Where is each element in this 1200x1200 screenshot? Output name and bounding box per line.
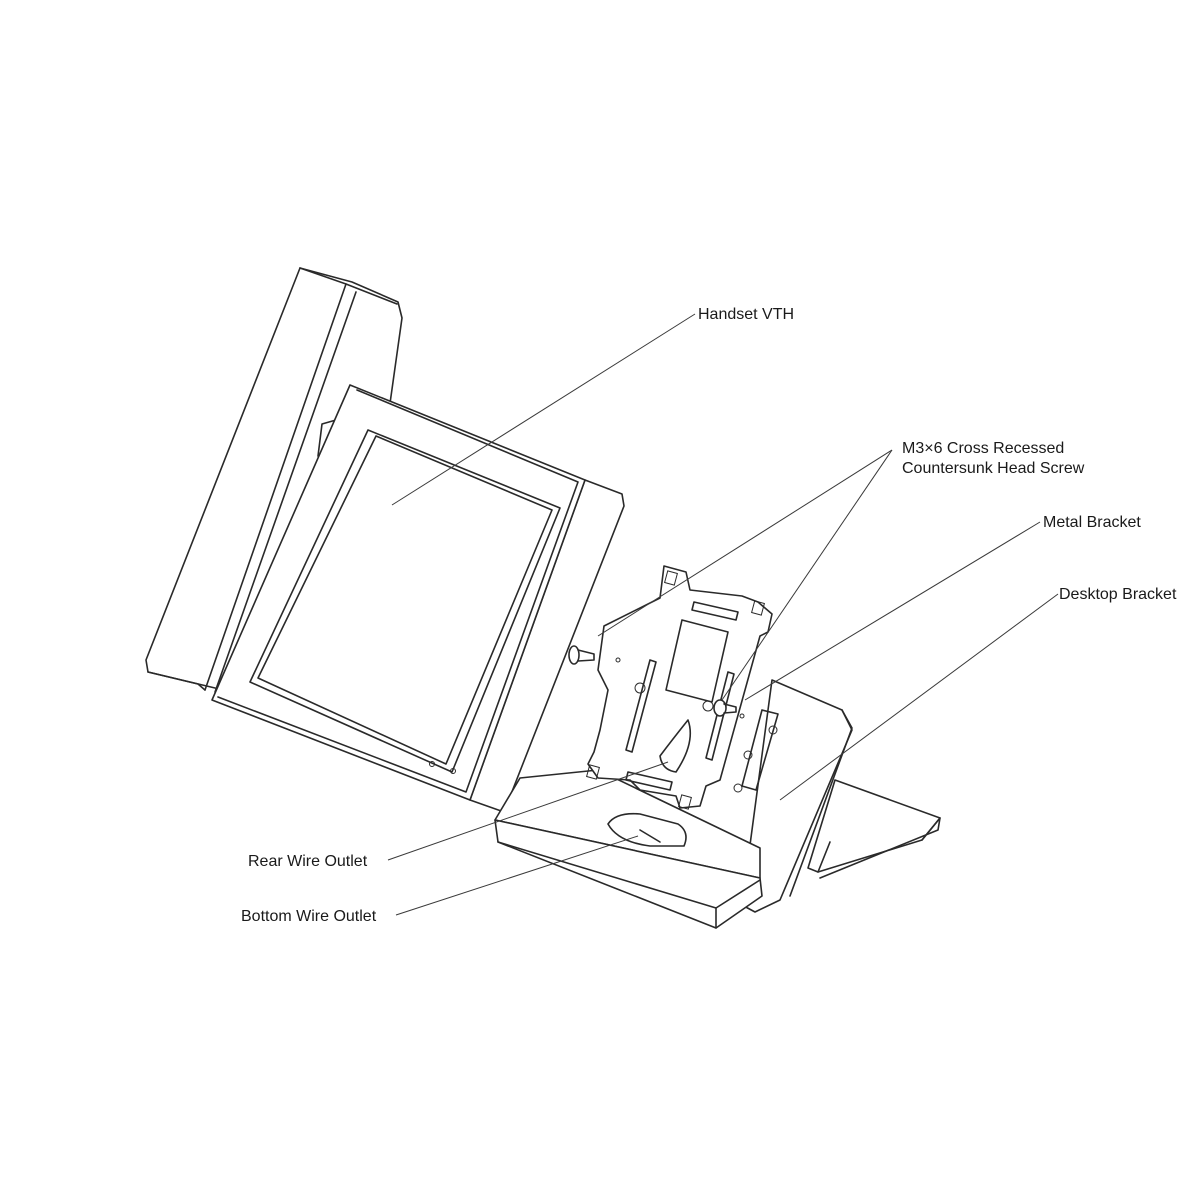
leader-lines — [387, 313, 1059, 916]
label-bottom-wire-outlet: Bottom Wire Outlet — [241, 908, 377, 925]
callout-labels: Handset VTH M3×6 Cross Recessed Counters… — [241, 306, 1177, 925]
leader-desktop-bracket — [779, 593, 1059, 801]
leader-rear-wire-outlet — [387, 761, 669, 861]
monitor — [211, 384, 625, 813]
screw-left — [568, 645, 621, 665]
desktop-bracket — [494, 679, 941, 929]
label-handset-vth: Handset VTH — [698, 306, 794, 323]
screws — [568, 645, 779, 793]
indicator-light-1 — [429, 761, 435, 767]
bottom-wire-outlet — [607, 812, 687, 847]
leader-metal-bracket — [744, 521, 1041, 701]
indicator-light-2 — [450, 768, 456, 774]
label-screw-line1: M3×6 Cross Recessed — [902, 440, 1064, 457]
label-screw-line2: Countersunk Head Screw — [902, 460, 1085, 477]
leader-handset-vth — [391, 313, 696, 506]
screw-right — [713, 699, 745, 719]
label-desktop-bracket: Desktop Bracket — [1059, 586, 1177, 603]
leader-bottom-wire-outlet — [395, 835, 639, 916]
metal-bracket — [586, 565, 773, 810]
leader-screw-left — [597, 449, 893, 637]
label-rear-wire-outlet: Rear Wire Outlet — [248, 853, 368, 870]
leader-screw-right — [721, 449, 893, 701]
label-metal-bracket: Metal Bracket — [1043, 514, 1141, 531]
